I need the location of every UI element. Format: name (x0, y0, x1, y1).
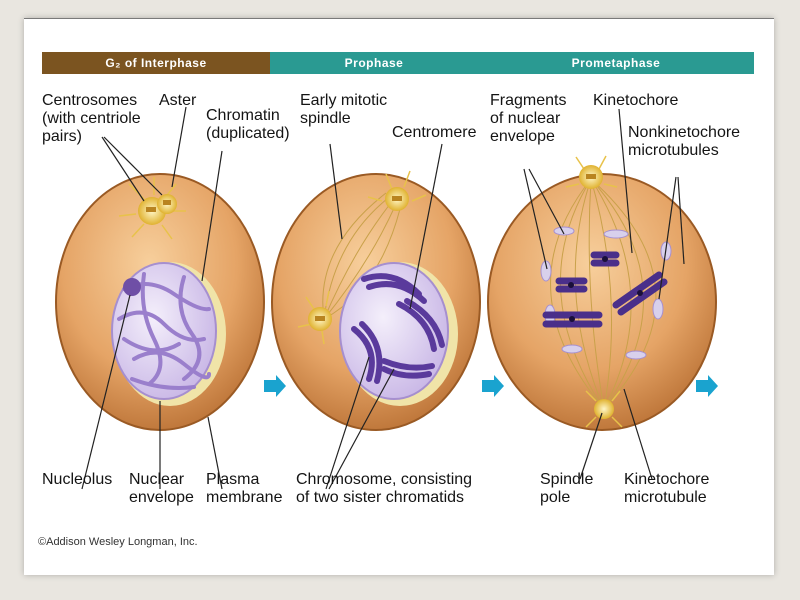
label-plasma-membrane: Plasma membrane (206, 471, 283, 506)
arrow-g2-to-prophase (264, 375, 286, 397)
label-spindle-pole: Spindle pole (540, 471, 594, 506)
kinetochores (568, 256, 643, 322)
label-kinetochore-microtubule: Kinetochore microtubule (624, 471, 710, 506)
nuclear-envelope-fragments (540, 226, 672, 360)
label-nonkinetochore-microtubules: Nonkinetochore microtubules (628, 124, 741, 159)
chromosomes-prophase (351, 273, 445, 384)
nucleolus-g2 (123, 278, 141, 296)
plasma-membrane-prometaphase (487, 173, 717, 431)
cell-prophase (271, 170, 481, 431)
chromatin-g2 (117, 272, 211, 390)
label-nucleolus: Nucleolus (42, 471, 113, 488)
arrows (264, 375, 718, 397)
label-centromere: Centromere (392, 124, 477, 141)
label-centrosomes: Centrosomes (with centriole pairs) (42, 92, 141, 145)
header-g2-interphase: G₂ of Interphase (42, 52, 270, 74)
centrosomes-g2 (118, 177, 186, 240)
copyright-notice: ©Addison Wesley Longman, Inc. (38, 536, 198, 548)
label-kinetochore: Kinetochore (593, 92, 679, 109)
header-prophase: Prophase (270, 52, 478, 74)
centrosome-prophase-top (367, 170, 427, 211)
label-aster: Aster (159, 92, 197, 109)
label-chromosome: Chromosome, consisting of two sister chr… (296, 471, 473, 506)
chromosomes-prometaphase (542, 251, 668, 328)
arrow-prophase-to-prometaphase (482, 375, 504, 397)
arrow-prometaphase-next (696, 375, 718, 397)
label-fragments-nuclear-envelope: Fragments of nuclear envelope (490, 92, 567, 145)
label-chromatin: Chromatin (duplicated) (206, 107, 290, 142)
label-nuclear-envelope: Nuclear envelope (129, 471, 194, 506)
slide: G₂ of Interphase Prophase Prometaphase (24, 18, 774, 575)
nucleus-g2 (111, 262, 217, 400)
cell-prometaphase (487, 155, 717, 431)
leader-lines (81, 106, 685, 490)
cell-g2 (55, 173, 265, 431)
spindle-pole-bottom (585, 390, 623, 428)
centrosome-prophase-bottom (297, 290, 332, 345)
mitosis-diagram (55, 106, 718, 490)
label-early-mitotic-spindle: Early mitotic spindle (300, 92, 388, 127)
spindle-pole-top (565, 155, 618, 189)
early-spindle (322, 192, 401, 320)
header-prometaphase: Prometaphase (478, 52, 754, 74)
